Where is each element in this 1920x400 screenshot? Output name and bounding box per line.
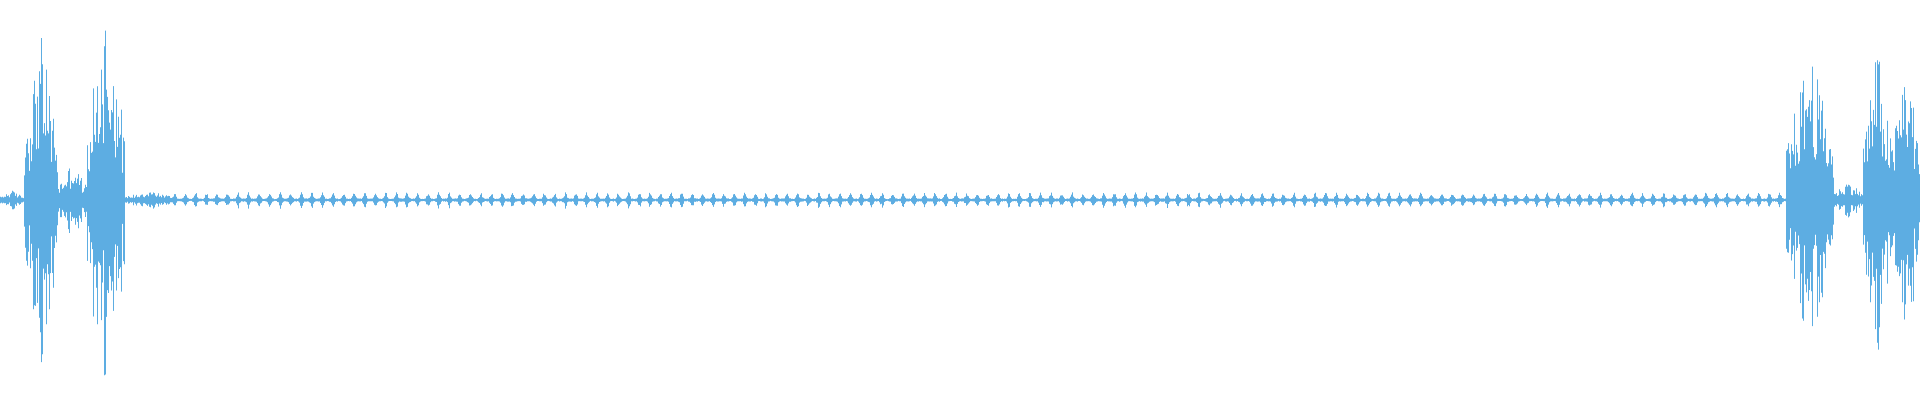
waveform-samples (0, 30, 1920, 376)
waveform-trace (0, 30, 1920, 376)
